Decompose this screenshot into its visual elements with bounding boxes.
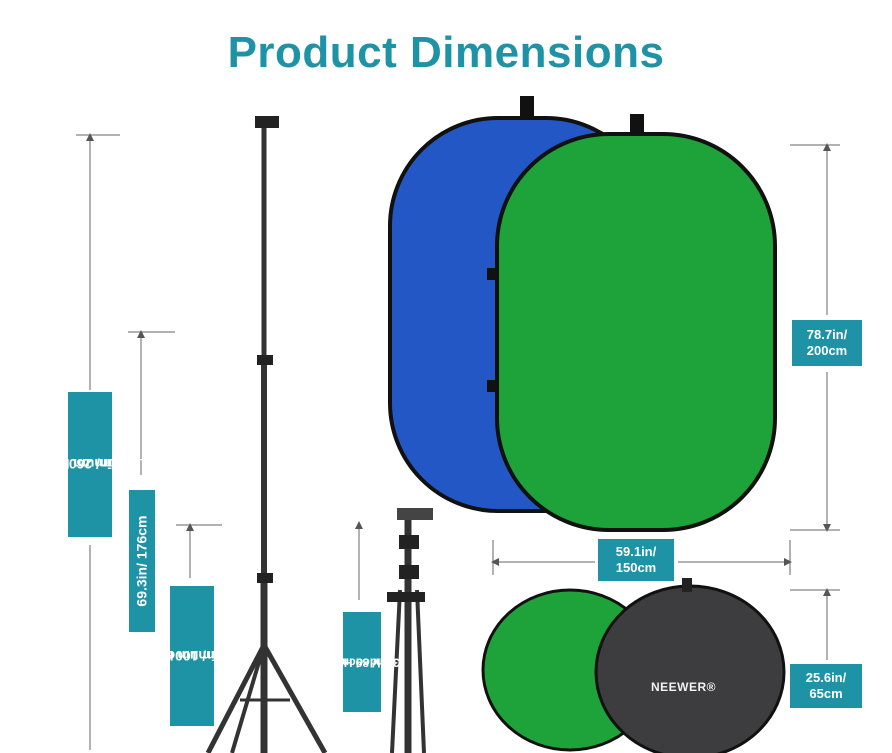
green-backdrop-panel: [487, 114, 777, 532]
backdrop-width-label: 59.1in/ 150cm: [598, 539, 674, 581]
dimension-lines: [76, 133, 840, 750]
backdrop-height-label: 78.7in/ 200cm: [792, 320, 862, 366]
brand-logo: NEEWER®: [651, 680, 717, 694]
mid-height-label: 69.3in/ 176cm: [129, 490, 155, 632]
page-title: Product Dimensions: [227, 28, 665, 77]
folded-backdrop-and-bag: [481, 578, 786, 753]
folded-diameter-label: 25.6in/ 65cm: [790, 664, 862, 708]
light-stand-extended: [205, 116, 328, 753]
light-stand-folded: [387, 508, 433, 753]
